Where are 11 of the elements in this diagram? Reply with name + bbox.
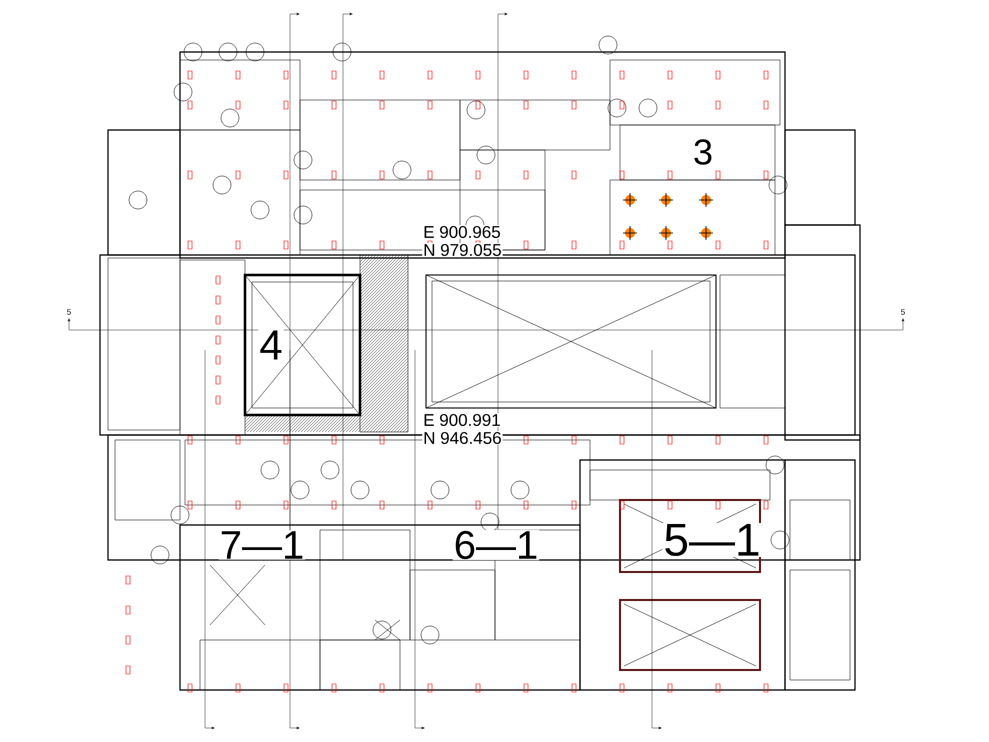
room-number: 3 bbox=[692, 138, 714, 166]
coordinate-label: E 900.991 bbox=[422, 412, 502, 428]
room-number: 6—1 bbox=[452, 530, 540, 560]
room-number: 4 bbox=[258, 330, 284, 360]
section-marker: 5 bbox=[900, 308, 906, 316]
coordinate-label: N 946.456 bbox=[422, 430, 503, 446]
room-number: 7—1 bbox=[218, 530, 306, 560]
coordinate-label: E 900.965 bbox=[422, 224, 502, 240]
section-marker: 5 bbox=[66, 308, 72, 316]
room-number: 5—1 bbox=[662, 522, 762, 558]
coordinate-label: N 979.055 bbox=[422, 242, 503, 258]
